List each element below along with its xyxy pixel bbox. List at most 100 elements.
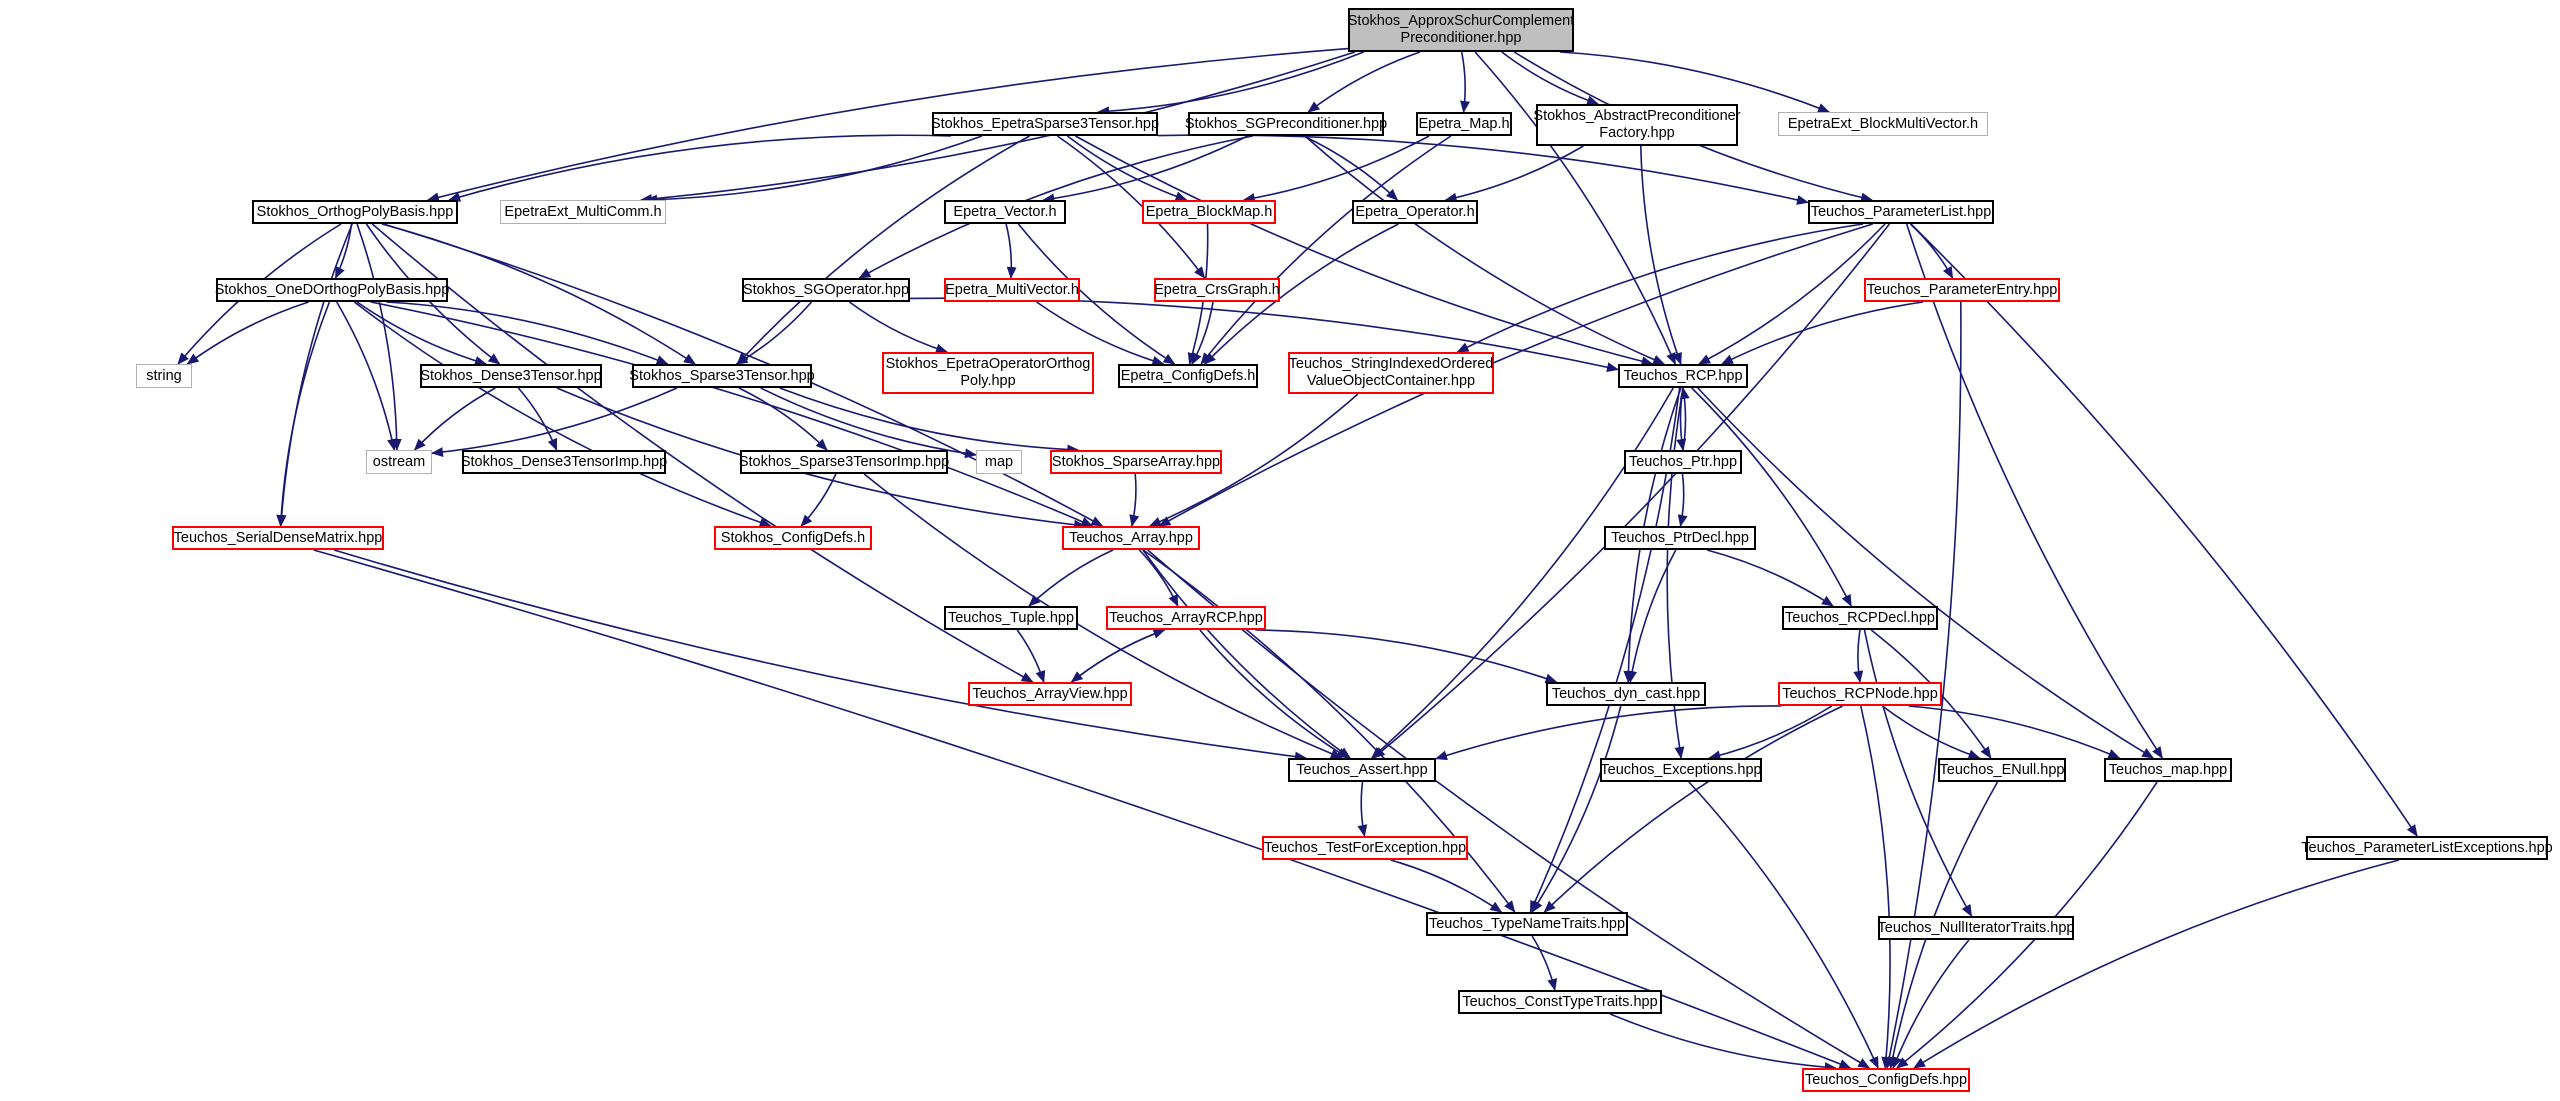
edge-trcp-to-trcpdecl	[1691, 387, 1852, 607]
node-label: Stokhos_ApproxSchurComplement Preconditi…	[1347, 13, 1575, 46]
node-trcpnode[interactable]: Teuchos_RCPNode.hpp	[1778, 682, 1942, 706]
edge-tserial-to-tconfig	[313, 549, 1852, 1069]
node-econfig[interactable]: Epetra_ConfigDefs.h	[1118, 364, 1258, 388]
edge-tparam-to-trcp	[1698, 223, 1886, 365]
node-tmap[interactable]: Teuchos_map.hpp	[2104, 758, 2232, 782]
edge-root-to-orthog	[426, 47, 1349, 203]
node-ecrs[interactable]: Epetra_CrsGraph.h	[1154, 278, 1280, 302]
node-eext_bmv[interactable]: EpetraExt_BlockMultiVector.h	[1778, 112, 1988, 136]
node-label: Teuchos_Array.hpp	[1069, 529, 1193, 546]
edge-trcpnode-to-tassert	[1435, 705, 1782, 761]
node-eop[interactable]: Epetra_Operator.h	[1352, 200, 1478, 224]
node-texc[interactable]: Teuchos_Exceptions.hpp	[1600, 758, 1762, 782]
edge-tassert-to-ttfe	[1357, 781, 1368, 837]
node-tparamentry[interactable]: Teuchos_ParameterEntry.hpp	[1864, 278, 2060, 302]
node-eopop[interactable]: Stokhos_EpetraOperatorOrthog Poly.hpp	[882, 352, 1094, 394]
node-eext_mc[interactable]: EpetraExt_MultiComm.h	[500, 200, 666, 224]
node-dense3imp[interactable]: Stokhos_Dense3TensorImp.hpp	[461, 450, 667, 474]
node-tserial[interactable]: Teuchos_SerialDenseMatrix.hpp	[172, 526, 384, 550]
edge-ep3t-to-sparse3	[736, 135, 1030, 365]
node-label: EpetraExt_BlockMultiVector.h	[1787, 115, 1979, 132]
edge-tparam-to-tmap	[1905, 223, 2163, 759]
node-label: Stokhos_Sparse3Tensor.hpp	[629, 367, 815, 384]
edge-tptr-to-tptrdecl	[1677, 473, 1688, 527]
node-trcpdecl[interactable]: Teuchos_RCPDecl.hpp	[1782, 606, 1938, 630]
edge-sgprec-to-evec	[1042, 135, 1249, 204]
node-tnullit[interactable]: Teuchos_NullIteratorTraits.hpp	[1878, 916, 2074, 940]
node-trcp[interactable]: Teuchos_RCP.hpp	[1618, 364, 1748, 388]
edge-root-to-emap	[1460, 51, 1470, 113]
node-emap[interactable]: Epetra_Map.h	[1416, 112, 1512, 136]
node-sparse3imp[interactable]: Stokhos_Sparse3TensorImp.hpp	[739, 450, 949, 474]
node-label: EpetraExt_MultiComm.h	[504, 203, 662, 220]
edge-tsiovoc-to-tarray	[1148, 393, 1359, 527]
node-sgop[interactable]: Stokhos_SGOperator.hpp	[742, 278, 910, 302]
node-tconfig[interactable]: Teuchos_ConfigDefs.hpp	[1802, 1068, 1970, 1092]
node-oned[interactable]: Stokhos_OneDOrthogPolyBasis.hpp	[215, 278, 449, 302]
node-tdyncast[interactable]: Teuchos_dyn_cast.hpp	[1546, 682, 1706, 706]
node-label: Teuchos_StringIndexedOrdered ValueObject…	[1288, 356, 1494, 389]
node-label: Teuchos_TypeNameTraits.hpp	[1428, 915, 1626, 932]
edge-ttfe-to-ttypename	[1390, 859, 1503, 913]
node-eblockmap[interactable]: Epetra_BlockMap.h	[1142, 200, 1276, 224]
edge-absprec-to-eop	[1444, 145, 1584, 203]
node-tptrdecl[interactable]: Teuchos_PtrDecl.hpp	[1604, 526, 1756, 550]
node-tassert[interactable]: Teuchos_Assert.hpp	[1288, 758, 1436, 782]
node-dense3[interactable]: Stokhos_Dense3Tensor.hpp	[420, 364, 602, 388]
edge-ep3t-to-ecrs	[1056, 135, 1206, 279]
node-tarrayview[interactable]: Teuchos_ArrayView.hpp	[968, 682, 1132, 706]
node-label: Stokhos_EpetraOperatorOrthog Poly.hpp	[885, 356, 1091, 389]
node-map[interactable]: map	[976, 450, 1022, 474]
node-ostream[interactable]: ostream	[366, 450, 432, 474]
edge-ep3t-to-eblockmap	[1066, 135, 1188, 202]
node-evec[interactable]: Epetra_Vector.h	[944, 200, 1066, 224]
edge-ecrs-to-econfig	[1191, 301, 1214, 365]
edge-tptrdecl-to-trcpdecl	[1706, 549, 1834, 607]
node-sconfig[interactable]: Stokhos_ConfigDefs.h	[714, 526, 872, 550]
node-orthog[interactable]: Stokhos_OrthogPolyBasis.hpp	[252, 200, 458, 224]
node-label: Teuchos_RCP.hpp	[1623, 367, 1743, 384]
node-label: Teuchos_Ptr.hpp	[1628, 453, 1738, 470]
node-ssparsearray[interactable]: Stokhos_SparseArray.hpp	[1050, 450, 1222, 474]
node-ep3t[interactable]: Stokhos_EpetraSparse3Tensor.hpp	[931, 112, 1159, 136]
node-label: Stokhos_ConfigDefs.h	[720, 529, 866, 546]
edge-root-to-eext_mc	[639, 51, 1356, 204]
edge-tarray-to-tassert	[1142, 549, 1351, 759]
edge-dense3-to-ostream	[413, 387, 496, 451]
node-ttuple[interactable]: Teuchos_Tuple.hpp	[944, 606, 1078, 630]
node-label: Teuchos_ParameterList.hpp	[1810, 203, 1992, 220]
node-emv[interactable]: Epetra_MultiVector.h	[944, 278, 1080, 302]
node-label: Epetra_Map.h	[1418, 115, 1510, 132]
node-sparse3[interactable]: Stokhos_Sparse3Tensor.hpp	[629, 364, 815, 388]
edge-ssparsearray-to-tarray	[1129, 473, 1140, 527]
node-tconsttype[interactable]: Teuchos_ConstTypeTraits.hpp	[1458, 990, 1662, 1014]
node-tarrayrcp[interactable]: Teuchos_ArrayRCP.hpp	[1106, 606, 1266, 630]
edge-ep3t-to-orthog	[448, 134, 951, 202]
node-tarray[interactable]: Teuchos_Array.hpp	[1062, 526, 1200, 550]
edge-tserial-to-tassert	[333, 549, 1307, 762]
edge-dense3-to-dense3imp	[517, 387, 558, 451]
node-ttypename[interactable]: Teuchos_TypeNameTraits.hpp	[1426, 912, 1628, 936]
edge-tparam-to-tassert	[1372, 223, 1891, 759]
edge-tarrayview-to-tarrayrcp	[1071, 629, 1166, 683]
edge-tparam-to-tarray	[1158, 223, 1873, 527]
node-label: Teuchos_Assert.hpp	[1296, 761, 1428, 778]
node-root[interactable]: Stokhos_ApproxSchurComplement Preconditi…	[1348, 8, 1574, 52]
node-tparam[interactable]: Teuchos_ParameterList.hpp	[1808, 200, 1994, 224]
node-tsiovoc[interactable]: Teuchos_StringIndexedOrdered ValueObject…	[1288, 352, 1494, 394]
node-string[interactable]: string	[136, 364, 192, 388]
node-sgprec[interactable]: Stokhos_SGPreconditioner.hpp	[1185, 112, 1387, 136]
node-absprec[interactable]: Stokhos_AbstractPreconditioner Factory.h…	[1533, 104, 1741, 146]
edge-orthog-to-ostream	[356, 223, 402, 451]
node-label: Epetra_Operator.h	[1355, 203, 1475, 220]
node-tplexc[interactable]: Teuchos_ParameterListExceptions.hpp	[2301, 836, 2553, 860]
node-label: Epetra_CrsGraph.h	[1154, 281, 1280, 298]
node-tptr[interactable]: Teuchos_Ptr.hpp	[1624, 450, 1742, 474]
node-tenull[interactable]: Teuchos_ENull.hpp	[1938, 758, 2066, 782]
edge-sparse3imp-to-tassert	[863, 473, 1343, 759]
edge-tarrayrcp-to-tassert	[1199, 629, 1349, 759]
edge-sgprec-to-eop	[1303, 135, 1399, 201]
node-label: Stokhos_SparseArray.hpp	[1051, 453, 1221, 470]
node-ttfe[interactable]: Teuchos_TestForException.hpp	[1262, 836, 1468, 860]
